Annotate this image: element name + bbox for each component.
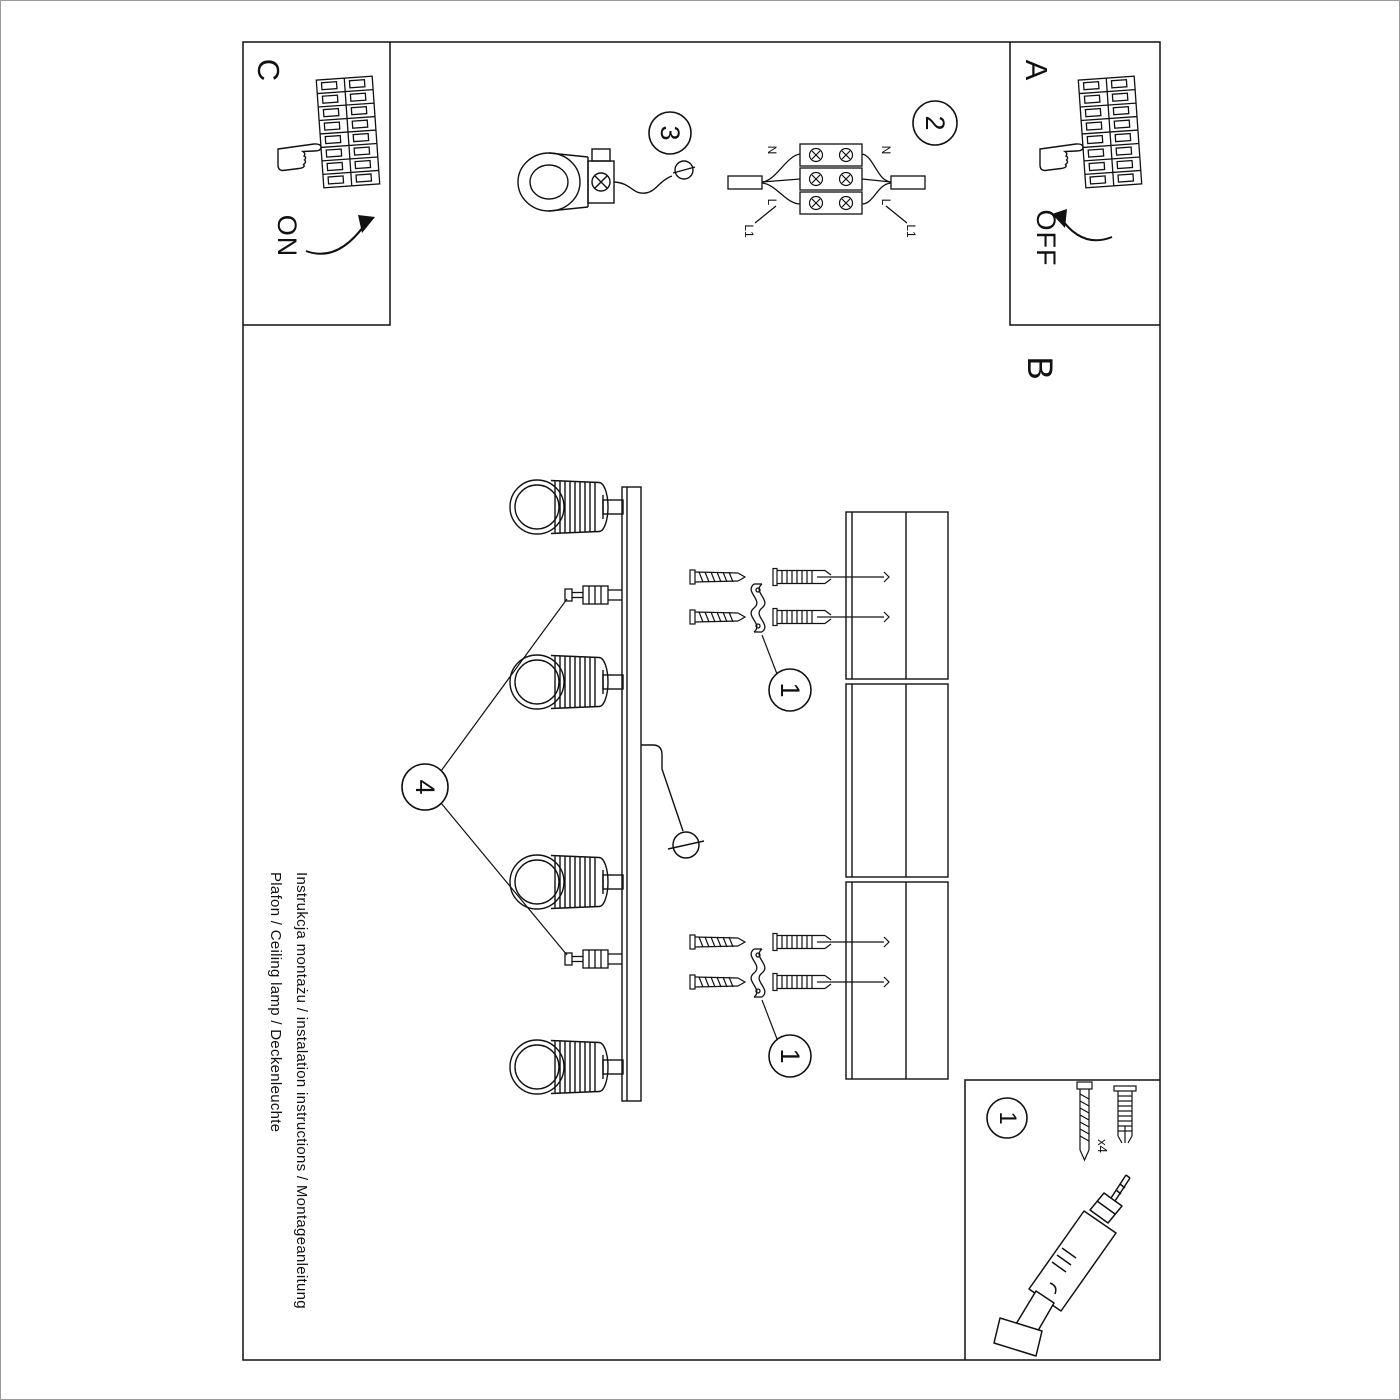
power-cable xyxy=(641,744,684,832)
step4-circle xyxy=(401,763,449,811)
step1-top-number: 1 xyxy=(775,682,806,698)
anchor-qty-label: x4 xyxy=(1095,1139,1111,1153)
footer-title-line1: Instrukcja montażu / instalation instruc… xyxy=(293,872,310,1309)
drill-icon xyxy=(993,1174,1131,1357)
ceiling-panel xyxy=(845,683,949,878)
screw-head-icon xyxy=(672,160,696,180)
wall-plug xyxy=(772,567,832,587)
hand-press-icon xyxy=(1039,143,1084,172)
screw-icon xyxy=(1076,1081,1093,1162)
lamp-shade-1 xyxy=(509,479,624,535)
step-circles xyxy=(401,100,1028,1139)
lamp-shade-4 xyxy=(509,1039,624,1095)
ceiling-panels xyxy=(845,511,949,1080)
wall-plug xyxy=(772,932,832,952)
guide-tick xyxy=(883,611,890,623)
wire-label-l1-right: L1 xyxy=(904,224,918,238)
lamp-shade-2 xyxy=(509,654,624,710)
wire-label-n-left: N xyxy=(765,145,779,155)
step1-top-circle xyxy=(768,668,812,712)
section-c-box xyxy=(243,42,391,326)
wall-plug xyxy=(772,972,832,992)
lamp-assembly xyxy=(509,479,684,1102)
step4-leaders xyxy=(440,598,568,956)
leader-line xyxy=(761,999,778,1040)
off-arrow-icon xyxy=(1052,209,1113,242)
breaker-panel-icon xyxy=(315,75,381,189)
off-label: OFF xyxy=(1031,209,1062,267)
lamp-socket-drawing xyxy=(517,148,673,212)
guide-tick xyxy=(883,976,890,988)
footer-title-line2: Plafon / Ceiling lamp / Deckenleuchte xyxy=(267,872,284,1133)
mounting-hardware-top xyxy=(689,567,890,675)
wire-label-n-right: N xyxy=(879,145,893,155)
leader-line xyxy=(885,205,908,224)
step3-circle xyxy=(648,111,692,155)
step2-circle xyxy=(912,100,958,146)
on-label: ON xyxy=(272,214,303,258)
wall-plug xyxy=(772,607,832,627)
step3-number: 3 xyxy=(655,125,686,141)
mounting-screw xyxy=(689,609,746,625)
section-a-box xyxy=(1009,42,1160,326)
cable-right xyxy=(890,175,926,190)
lamp-shade-3 xyxy=(509,854,624,910)
section-a-illustration xyxy=(1039,75,1143,242)
breaker-panel-icon xyxy=(1077,75,1143,189)
guide-tick xyxy=(883,571,890,583)
screwdriver-symbol-icon xyxy=(667,831,705,859)
mounting-hardware-bottom xyxy=(689,932,890,1040)
adjust-knob-bottom xyxy=(564,949,623,969)
wire-label-l-left: L xyxy=(765,198,779,206)
step4-number: 4 xyxy=(410,779,441,795)
section-c-illustration xyxy=(277,75,381,255)
ceiling-panel xyxy=(845,511,949,680)
wire-label-l-right: L xyxy=(879,198,893,206)
adjust-knob-top xyxy=(564,585,623,605)
mounting-strap xyxy=(750,583,766,633)
page-frame xyxy=(242,41,1161,1361)
mounting-strap xyxy=(750,948,766,998)
mounting-screw xyxy=(689,934,746,950)
step2-number: 2 xyxy=(920,115,951,131)
lamp-bar xyxy=(621,486,642,1102)
section-b-label: B xyxy=(1020,356,1060,380)
section-a-label: A xyxy=(1019,59,1055,81)
leader-line xyxy=(754,205,777,224)
step1-tools-circle xyxy=(986,1097,1028,1139)
wall-plug-icon xyxy=(1113,1085,1137,1144)
section-c-label: C xyxy=(251,58,287,82)
on-arrow-icon xyxy=(305,215,375,255)
cable-left xyxy=(727,175,763,190)
tools-box xyxy=(964,1079,1160,1360)
hand-press-icon xyxy=(277,143,322,172)
step1-bottom-circle xyxy=(768,1034,812,1078)
wire-label-l1-left: L1 xyxy=(742,224,756,238)
mounting-screw xyxy=(689,569,746,585)
guide-tick xyxy=(883,936,890,948)
terminal-block-drawing xyxy=(727,143,926,224)
mounting-screw xyxy=(689,974,746,990)
ceiling-panel xyxy=(845,881,949,1080)
leader-line xyxy=(761,634,778,675)
step1-bottom-number: 1 xyxy=(775,1048,806,1064)
step1-tools-number: 1 xyxy=(994,1111,1021,1125)
